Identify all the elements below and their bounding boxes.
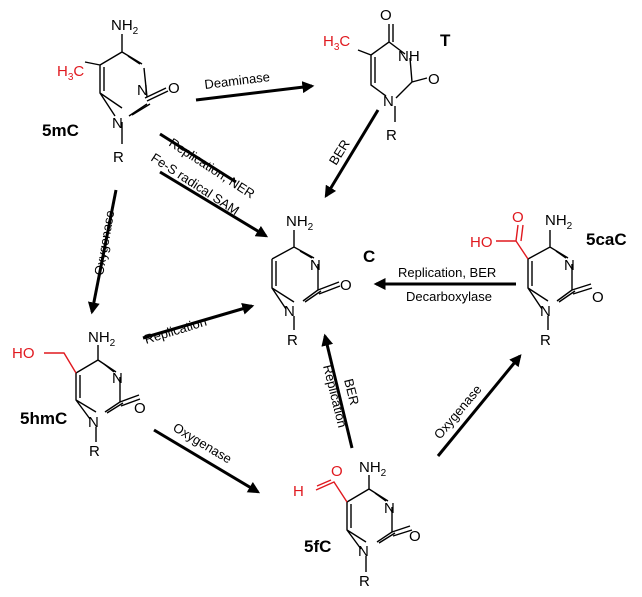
- 5fC-amino-label: NH2: [359, 459, 387, 479]
- 5caC-hydroxyl-label: HO: [470, 234, 493, 251]
- 5caC-n1-label: N: [540, 303, 551, 320]
- arrow-5mC-to-C-lower: [159, 170, 269, 238]
- T-methyl-label: H3C: [323, 33, 350, 53]
- 5caC-carbonyl-oxygen-label: O: [512, 209, 524, 226]
- arrow-ber-T-to-C: [324, 109, 380, 199]
- T-o2-label: O: [428, 71, 440, 88]
- reaction-arrows: [87, 81, 522, 494]
- molecule-T: H3C O NH O N R T: [323, 7, 451, 144]
- T-r-label: R: [386, 127, 397, 144]
- molecule-5hmC: HO NH2 N O N R 5hmC: [12, 329, 146, 460]
- arrow-5mC-to-C-upper: [159, 132, 237, 184]
- arrow-labels: Deaminase BER Replication, NER Fe-S radi…: [91, 69, 496, 466]
- 5caC-r-label: R: [540, 332, 551, 349]
- arrow-deaminase: [195, 81, 315, 102]
- 5hmC-oxygen-label: O: [134, 400, 146, 417]
- molecule-5fC: H O NH2 N O N R 5fC: [293, 459, 421, 590]
- arrow-oxygenase-5mC-to-5hmC: [87, 189, 118, 315]
- molecule-5mC: H3C NH2 N O N R 5mC: [42, 17, 180, 166]
- 5caC-n3-label: N: [564, 257, 575, 274]
- 5mC-n3-label: N: [137, 82, 148, 99]
- arrow-5fC-to-C: [321, 333, 354, 449]
- 5fC-hydrogen-label: H: [293, 483, 304, 500]
- label-decarboxylase: Decarboxylase: [406, 289, 492, 304]
- 5fC-n3-label: N: [384, 500, 395, 517]
- 5mC-n1-label: N: [112, 115, 123, 132]
- T-name: T: [440, 31, 451, 50]
- C-amino-label: NH2: [286, 213, 314, 233]
- 5hmC-n3-label: N: [112, 370, 123, 387]
- 5hmC-n1-label: N: [88, 414, 99, 431]
- T-o4-label: O: [380, 7, 392, 24]
- label-replication-5hmC: Replication: [142, 314, 208, 347]
- T-n1-label: N: [383, 93, 394, 110]
- molecule-C: NH2 N O N R C: [271, 213, 375, 349]
- 5mC-name: 5mC: [42, 121, 79, 140]
- 5mC-r-label: R: [113, 149, 124, 166]
- 5caC-name: 5caC: [586, 230, 627, 249]
- 5hmC-name: 5hmC: [20, 409, 67, 428]
- label-ber-5fC: BER: [341, 377, 362, 407]
- C-r-label: R: [287, 332, 298, 349]
- label-ber-T: BER: [326, 137, 353, 168]
- 5mC-oxygen-label: O: [168, 80, 180, 97]
- C-n3-label: N: [310, 257, 321, 274]
- label-deaminase: Deaminase: [204, 69, 271, 92]
- arrow-replication-5hmC-to-C: [142, 302, 255, 340]
- 5caC-oxygen-label: O: [592, 289, 604, 306]
- 5mC-amino-label: NH2: [111, 17, 139, 37]
- C-n1-label: N: [284, 303, 295, 320]
- arrow-oxygenase-5fC-to-5caC: [436, 354, 522, 457]
- 5mC-methyl-label: H3C: [57, 63, 84, 83]
- 5fC-name: 5fC: [304, 537, 331, 556]
- 5fC-n1-label: N: [358, 543, 369, 560]
- label-replication-ber-5caC: Replication, BER: [398, 265, 496, 280]
- T-nh-label: NH: [398, 48, 420, 65]
- 5fC-r-label: R: [359, 573, 370, 590]
- arrow-oxygenase-5hmC-to-5fC: [153, 428, 261, 494]
- 5fC-oxygen-label: O: [409, 528, 421, 545]
- 5fC-formyl-oxygen-label: O: [331, 463, 343, 480]
- C-oxygen-label: O: [340, 277, 352, 294]
- label-oxygenase-left: Oxygenase: [91, 209, 117, 276]
- 5caC-amino-label: NH2: [545, 212, 573, 232]
- C-name: C: [363, 247, 375, 266]
- 5hmC-amino-label: NH2: [88, 329, 116, 349]
- molecule-5caC: HO O NH2 N O N R 5caC: [470, 209, 627, 349]
- 5hmC-r-label: R: [89, 443, 100, 460]
- 5hmC-hydroxyl-label: HO: [12, 345, 35, 362]
